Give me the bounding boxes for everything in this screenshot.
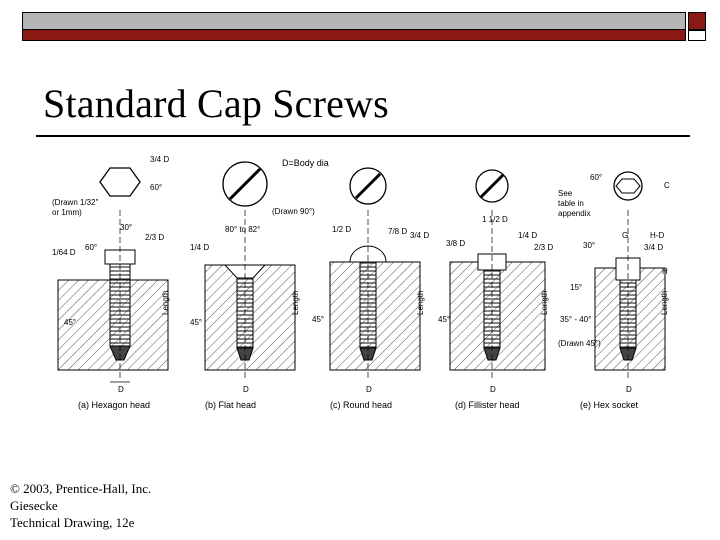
- slide-title: Standard Cap Screws: [43, 81, 389, 126]
- d-caption: (d) Fillister head: [455, 400, 520, 410]
- b-label-3: 45°: [190, 318, 202, 327]
- e-label-9: (Drawn 45°): [558, 339, 601, 348]
- e-label-5: 30°: [583, 241, 595, 250]
- body-dia-note: D=Body dia: [282, 158, 329, 168]
- b-label-1: (Drawn 90°): [272, 207, 315, 216]
- d-label-4: 45°: [438, 315, 450, 324]
- e-label-3: H-D: [650, 231, 664, 240]
- a-label-9: Length: [161, 291, 170, 315]
- credit-line-1: © 2003, Prentice-Hall, Inc.: [10, 481, 152, 496]
- e-label-2: G: [622, 231, 628, 240]
- a-label-10: D: [118, 385, 124, 394]
- c-label-0: 1/2 D: [332, 225, 351, 234]
- e-caption: (e) Hex socket: [580, 400, 639, 410]
- b-label-0: 80° to 82°: [225, 225, 260, 234]
- cap-screws-figure: 3/4 D 60° (Drawn 1/32" or 1mm) 30° 2/3 D…: [52, 155, 670, 410]
- e-label-7: 15°: [570, 283, 582, 292]
- screw-flat-head: [204, 161, 296, 380]
- a-caption: (a) Hexagon head: [78, 400, 150, 410]
- gray-bar: [22, 12, 686, 30]
- top-decoration: [22, 12, 708, 42]
- a-label-0: 3/4 D: [150, 155, 169, 164]
- e-label-11: D: [626, 385, 632, 394]
- table-note-line-1: See: [558, 189, 573, 198]
- credit-line-2: Giesecke: [10, 498, 58, 513]
- a-label-2: (Drawn 1/32": [52, 198, 99, 207]
- screw-hexagon-head: [57, 167, 169, 383]
- e-label-0: 60°: [590, 173, 602, 182]
- e-label-10: Length: [660, 291, 669, 315]
- d-label-5: Length: [540, 291, 549, 315]
- a-label-1: 60°: [150, 183, 162, 192]
- credit-line-3: Technical Drawing, 12e: [10, 515, 135, 530]
- copyright-credit: © 2003, Prentice-Hall, Inc. Giesecke Tec…: [10, 480, 151, 531]
- c-label-4: Length: [416, 291, 425, 315]
- b-label-5: D: [243, 385, 249, 394]
- a-label-6: 1/64 D: [52, 248, 76, 257]
- corner-square-red: [688, 12, 706, 30]
- title-rule: [36, 135, 690, 137]
- a-label-3: or 1mm): [52, 208, 82, 217]
- corner-square-white: [688, 30, 706, 41]
- d-label-0: 1 1/2 D: [482, 215, 508, 224]
- e-label-1: C: [664, 181, 670, 190]
- table-note-line-2: table in: [558, 199, 584, 208]
- b-label-4: Length: [291, 291, 300, 315]
- d-label-6: D: [490, 385, 496, 394]
- a-label-5: 2/3 D: [145, 233, 164, 242]
- e-label-8: 35° - 40°: [560, 315, 591, 324]
- d-label-3: 3/8 D: [446, 239, 465, 248]
- red-bar: [22, 30, 686, 41]
- d-label-2: 2/3 D: [534, 243, 553, 252]
- c-label-1: 7/8 D: [388, 227, 407, 236]
- d-label-1: 1/4 D: [518, 231, 537, 240]
- a-label-7: 60°: [85, 243, 97, 252]
- c-label-2: 3/4 D: [410, 231, 429, 240]
- a-label-8: 45°: [64, 318, 76, 327]
- c-caption: (c) Round head: [330, 400, 392, 410]
- screw-hex-socket: [594, 171, 666, 380]
- b-label-2: 1/4 D: [190, 243, 209, 252]
- screw-fillister-head: [449, 169, 546, 380]
- screw-round-head: [329, 167, 421, 380]
- b-caption: (b) Flat head: [205, 400, 256, 410]
- c-label-5: D: [366, 385, 372, 394]
- e-label-6: H: [662, 267, 668, 276]
- table-note-line-3: appendix: [558, 209, 590, 218]
- a-label-4: 30°: [120, 223, 132, 232]
- e-label-4: 3/4 D: [644, 243, 663, 252]
- c-label-3: 45°: [312, 315, 324, 324]
